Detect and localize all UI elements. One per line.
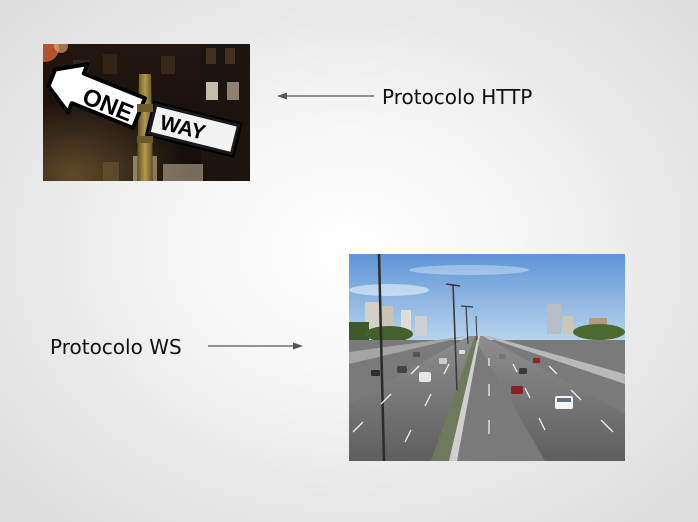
one-way-sign-image: ONE WAY [43, 44, 250, 181]
http-protocol-label: Protocolo HTTP [382, 85, 533, 109]
arrow-to-http-image [277, 92, 374, 100]
arrow-to-ws-image [208, 342, 303, 350]
ws-protocol-label: Protocolo WS [50, 335, 182, 359]
highway-image [349, 254, 625, 461]
